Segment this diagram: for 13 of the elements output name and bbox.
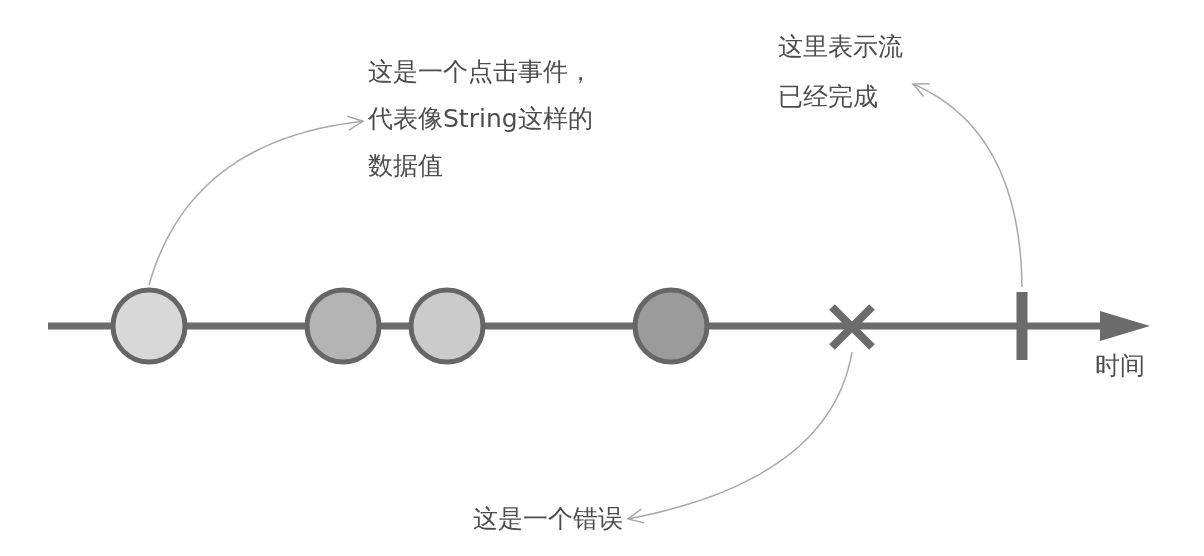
axis-label: 时间	[1095, 351, 1145, 381]
cross-mark	[828, 303, 876, 351]
annotation-text: 这是一个点击事件，代表像String这样的数据值	[368, 48, 602, 189]
annotation-text: 这里表示流已经完成	[778, 22, 908, 122]
event-circle	[632, 287, 710, 365]
annotation-text: 这是一个错误	[473, 504, 623, 534]
curved-arrow	[912, 83, 1023, 288]
event-circle	[304, 287, 382, 365]
curved-arrow	[148, 115, 364, 286]
event-circle	[408, 287, 486, 365]
event-circle	[110, 287, 188, 365]
curved-arrow	[627, 351, 853, 524]
end-bar-mark	[1016, 292, 1028, 360]
